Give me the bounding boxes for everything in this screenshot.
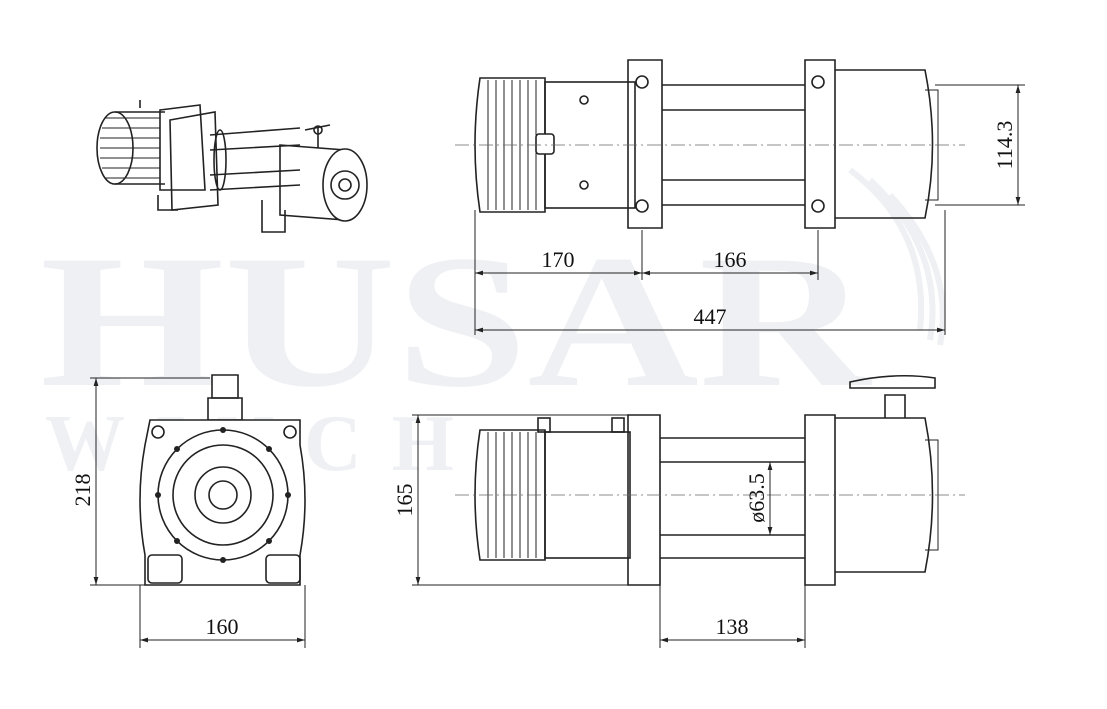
dim-top-mid-len: 166 bbox=[714, 247, 747, 272]
dim-total-len: 447 bbox=[694, 304, 727, 329]
dim-drum-diameter: ø63.5 bbox=[744, 473, 769, 523]
dim-side-mount-len: 138 bbox=[716, 614, 749, 639]
isometric-view bbox=[96, 100, 368, 233]
watermark-brand: HUSAR bbox=[40, 217, 872, 427]
watermark-wing-icon bbox=[848, 167, 946, 346]
dim-top-left-len: 170 bbox=[542, 247, 575, 272]
dim-front-height: 218 bbox=[70, 474, 95, 507]
top-view: 114.3 170 166 447 bbox=[455, 59, 1025, 335]
side-view: 165 ø63.5 138 bbox=[392, 374, 965, 648]
front-view: 218 160 bbox=[70, 374, 306, 648]
dim-side-height: 165 bbox=[392, 484, 417, 517]
dim-top-height: 114.3 bbox=[992, 121, 1017, 170]
dim-front-width: 160 bbox=[206, 614, 239, 639]
